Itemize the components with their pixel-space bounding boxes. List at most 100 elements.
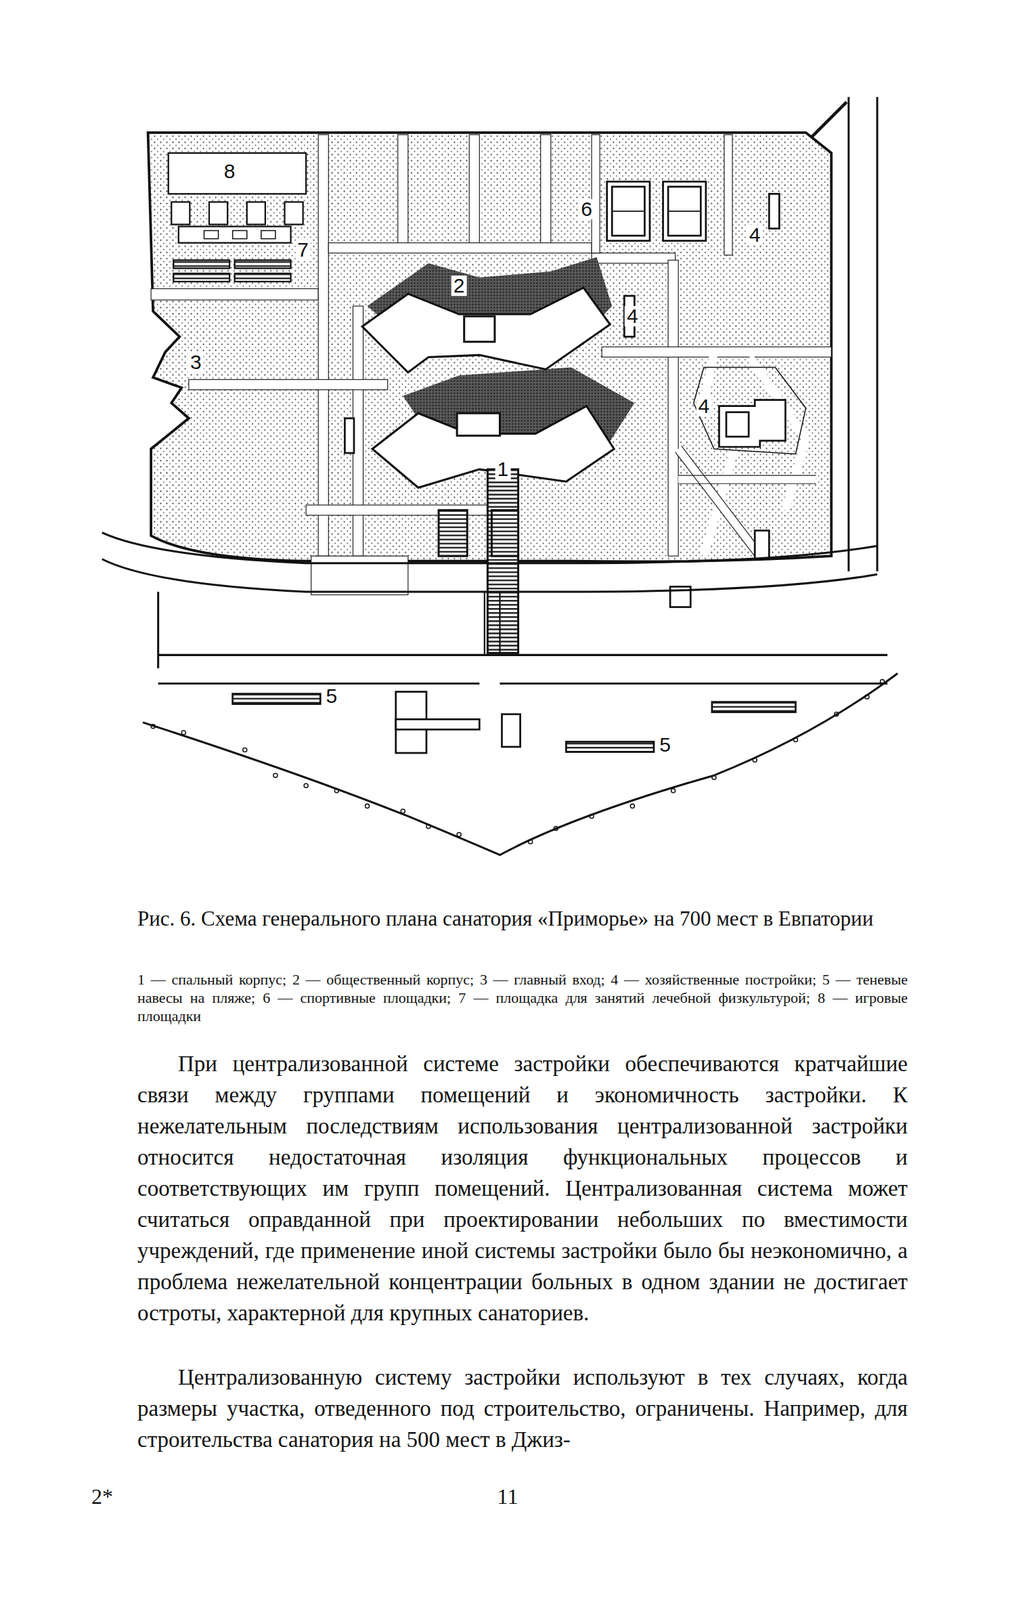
- body-paragraph: Централизованную систему застройки испол…: [137, 1361, 908, 1455]
- callout-number: 2: [451, 275, 468, 296]
- plan-shape: [678, 475, 816, 476]
- plan-shape: [528, 839, 533, 844]
- callout-number: 4: [747, 224, 763, 246]
- body-paragraph: При централизованной системе застройки о…: [137, 1047, 908, 1329]
- plan-shape: [712, 701, 797, 713]
- plan-shape: [157, 591, 160, 669]
- plan-shape: [591, 253, 676, 264]
- plan-shape: [793, 737, 798, 742]
- callout-number: 6: [578, 199, 595, 220]
- plan-shape: [611, 186, 645, 236]
- plan-shape: [752, 758, 757, 763]
- plan-shape: [232, 230, 248, 239]
- plan-shape: [318, 134, 329, 556]
- plan-shape: [847, 96, 850, 572]
- callout-number: 5: [323, 685, 340, 706]
- plan-shape: [243, 747, 248, 752]
- page-marker: 2*: [91, 1482, 146, 1510]
- plan-shape: [456, 412, 500, 436]
- plan-shape: [234, 273, 292, 282]
- callout-number: 5: [657, 734, 673, 755]
- plan-shape: [607, 181, 650, 241]
- plan-shape: [675, 445, 817, 559]
- page-marker: 11: [473, 1482, 542, 1510]
- plan-shape: [171, 201, 190, 225]
- callout-number: 8: [222, 161, 238, 182]
- plan-shape: [875, 96, 878, 572]
- plan-shape: [607, 181, 706, 241]
- plan-shape: [810, 102, 847, 139]
- plan-shape: [668, 186, 701, 236]
- plan-shape: [663, 181, 706, 241]
- plan-shape: [365, 803, 370, 808]
- plan-shape: [344, 418, 355, 453]
- plan-shape: [754, 530, 769, 560]
- plan-shape: [668, 210, 701, 212]
- plan-shape: [232, 691, 797, 753]
- plan-shape: [232, 693, 321, 704]
- plan-shape: [540, 134, 551, 248]
- plan-shape: [209, 201, 228, 225]
- plan-shape: [158, 653, 888, 656]
- plan-shape: [464, 316, 495, 342]
- plan-shape: [150, 134, 832, 595]
- plan-shape: [565, 741, 654, 752]
- plan-shape: [681, 445, 764, 553]
- plan-shape: [173, 259, 230, 269]
- plan-shape: [168, 152, 306, 282]
- plan-shape: [173, 273, 230, 282]
- plan-shape: [362, 287, 610, 373]
- plan-shape: [630, 803, 635, 808]
- plan-shape: [311, 555, 409, 595]
- plan-shape: [334, 788, 339, 793]
- plan-shape: [395, 718, 480, 730]
- plan-shape: [102, 532, 878, 564]
- plan-shape: [178, 226, 292, 244]
- plan-shape: [668, 259, 679, 556]
- plan-shape: [426, 824, 431, 829]
- plan-shape: [328, 243, 592, 254]
- plan-shape: [678, 448, 761, 556]
- plan-shape: [150, 679, 885, 845]
- plan-shape: [879, 679, 885, 684]
- plan-shape: [142, 673, 898, 855]
- plan-shape: [768, 193, 780, 229]
- plan-shape: [273, 772, 278, 778]
- plan-shape: [181, 730, 186, 735]
- plan-shape: [611, 210, 645, 212]
- callout-number: 3: [188, 351, 204, 373]
- plan-shape: [671, 788, 676, 793]
- plan-shape: [188, 379, 388, 390]
- plan-shape: [344, 193, 786, 607]
- plan-shape: [591, 134, 600, 254]
- figure-key: 1 — спальный корпус; 2 — общественный ко…: [137, 969, 908, 1025]
- plan-shape: [678, 475, 816, 484]
- plan-shape: [487, 469, 518, 653]
- plan-shape: [398, 134, 409, 250]
- plan-shape: [865, 694, 870, 699]
- plan-shape: [303, 783, 308, 788]
- plan-shape: [203, 230, 218, 239]
- plan-shape: [724, 134, 733, 256]
- plan-shape: [491, 509, 518, 556]
- plan-shape: [284, 201, 304, 225]
- plan-shape: [247, 201, 266, 225]
- plan-shape: [834, 712, 839, 717]
- plan-shape: [501, 714, 520, 747]
- plan-shape: [718, 400, 786, 447]
- plan-shape: [203, 230, 275, 239]
- plan-shape: [678, 483, 816, 484]
- plan-shape: [484, 591, 501, 655]
- plan-shape: [168, 152, 306, 194]
- plan-shape: [553, 826, 558, 831]
- plan-shape: [158, 682, 888, 685]
- plan-shape: [234, 259, 292, 269]
- plan-shape: [693, 366, 807, 454]
- plan-shape: [726, 412, 749, 437]
- plan-shape: [150, 724, 156, 729]
- plan-shape: [469, 134, 480, 248]
- plan-shape: [400, 808, 405, 813]
- callout-number: 4: [696, 395, 713, 417]
- plan-shape: [712, 775, 717, 780]
- callout-number: 7: [295, 239, 311, 260]
